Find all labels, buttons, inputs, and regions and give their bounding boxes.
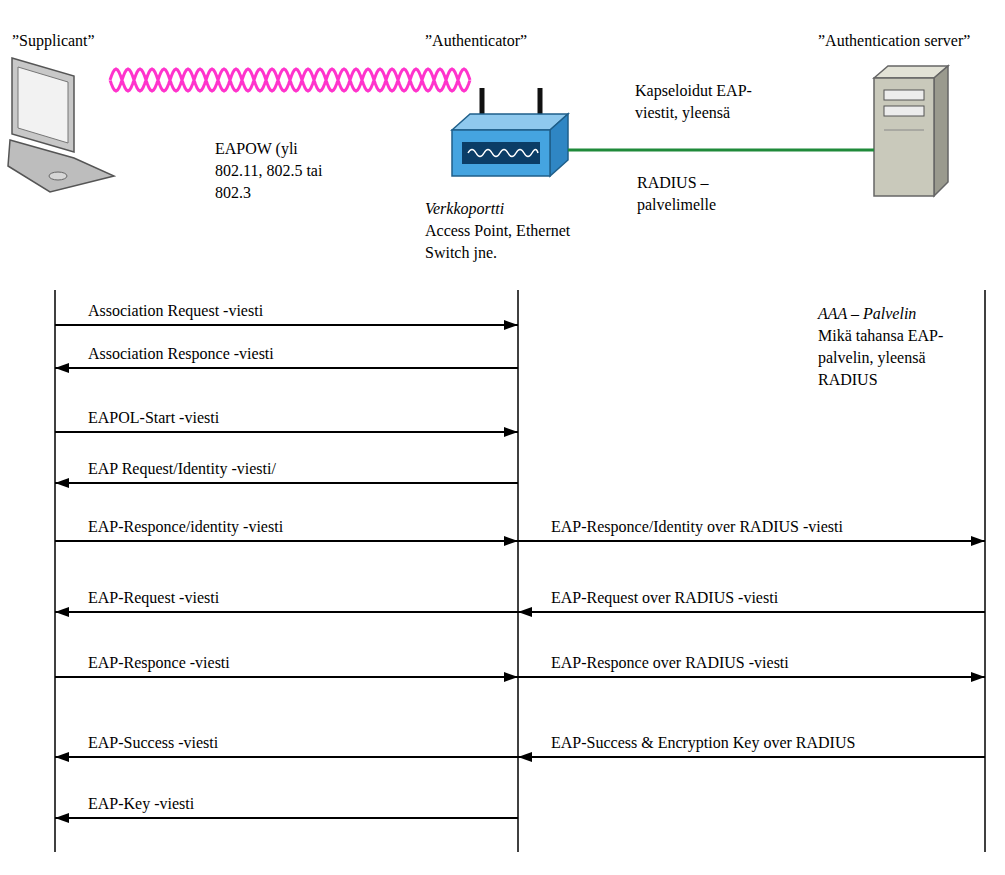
laptop-base bbox=[8, 140, 114, 192]
message-arrow bbox=[518, 611, 985, 613]
laptop-screen bbox=[18, 67, 68, 143]
message-arrow bbox=[55, 482, 518, 484]
message-label: EAP-Responce -viesti bbox=[86, 653, 232, 673]
note-label: Kapseloidut EAP- viestit, yleensä bbox=[635, 80, 770, 124]
participant-note: Access Point, Ethernet Switch jne. bbox=[425, 220, 575, 264]
access-point-icon bbox=[452, 88, 568, 176]
message-label-box: EAP-Request over RADIUS -viesti bbox=[549, 588, 780, 608]
message-arrow bbox=[518, 676, 985, 678]
message-label: EAP Request/Identity -viesti/ bbox=[86, 459, 278, 479]
message-label: EAP-Request over RADIUS -viesti bbox=[549, 588, 780, 608]
drive-bay bbox=[884, 106, 924, 116]
message-arrow bbox=[518, 756, 985, 758]
drive-bay bbox=[884, 90, 924, 100]
message-arrow bbox=[55, 367, 518, 369]
note-label-box: RADIUS – palvelimelle bbox=[637, 172, 742, 216]
participant-note: Mikä tahansa EAP- palvelin, yleensä RADI… bbox=[818, 325, 968, 391]
wired-link bbox=[568, 149, 874, 152]
note-label-box: EAPOW (yli 802.11, 802.5 tai 802.3 bbox=[215, 138, 325, 204]
connectors bbox=[55, 69, 985, 818]
message-arrow bbox=[55, 540, 518, 542]
message-arrow bbox=[55, 324, 518, 326]
message-arrow bbox=[518, 540, 985, 542]
participant: ”Supplicant” bbox=[12, 30, 162, 54]
participant-title: ”Authentication server” bbox=[818, 30, 990, 52]
vent-line bbox=[884, 130, 924, 131]
laptop-lid bbox=[12, 58, 74, 152]
ap-panel bbox=[462, 142, 540, 164]
note-label: RADIUS – palvelimelle bbox=[637, 172, 742, 216]
message-label-box: EAPOL-Start -viesti bbox=[86, 408, 221, 428]
message-arrow bbox=[55, 817, 518, 819]
message-label-box: EAP-Key -viesti bbox=[86, 794, 196, 814]
message-arrow bbox=[55, 611, 518, 613]
message-label: EAP-Success & Encryption Key over RADIUS bbox=[549, 733, 857, 753]
participant: ”Authentication server” AAA – PalvelinMik… bbox=[818, 30, 990, 393]
message-label-box: EAP-Responce/identity -viesti bbox=[86, 517, 285, 537]
message-label-box: Association Request -viesti bbox=[86, 301, 265, 321]
message-label-box: EAP Request/Identity -viesti/ bbox=[86, 459, 278, 479]
note-label: EAPOW (yli 802.11, 802.5 tai 802.3 bbox=[215, 138, 325, 204]
participant-note: AAA – Palvelin bbox=[818, 303, 990, 325]
message-label: Association Responce -viesti bbox=[86, 344, 276, 364]
message-arrow bbox=[55, 431, 518, 433]
message-label: EAP-Responce/Identity over RADIUS -viest… bbox=[549, 517, 845, 537]
laptop-icon bbox=[8, 58, 114, 192]
ap-side bbox=[550, 114, 568, 176]
message-label-box: Association Responce -viesti bbox=[86, 344, 276, 364]
server-front bbox=[874, 78, 934, 196]
message-label-box: EAP-Success -viesti bbox=[86, 733, 220, 753]
server-side bbox=[934, 66, 948, 196]
note-label-box: Kapseloidut EAP- viestit, yleensä bbox=[635, 80, 770, 124]
ap-logo bbox=[468, 150, 538, 157]
message-label: EAP-Responce/identity -viesti bbox=[86, 517, 285, 537]
message-label: EAP-Responce over RADIUS -viesti bbox=[549, 653, 791, 673]
server-icon bbox=[874, 66, 948, 196]
lifeline bbox=[984, 290, 986, 852]
message-arrow bbox=[55, 756, 518, 758]
participant-title: ”Supplicant” bbox=[12, 30, 162, 52]
message-label-box: EAP-Responce over RADIUS -viesti bbox=[549, 653, 791, 673]
message-label: Association Request -viesti bbox=[86, 301, 265, 321]
message-arrow bbox=[55, 676, 518, 678]
message-label-box: EAP-Request -viesti bbox=[86, 588, 221, 608]
message-label: EAP-Key -viesti bbox=[86, 794, 196, 814]
participant-title: ”Authenticator” bbox=[425, 30, 575, 52]
participant: ”Authenticator” VerkkoporttiAccess Point,… bbox=[425, 30, 575, 266]
laptop-touchpad bbox=[49, 172, 67, 180]
message-label-box: EAP-Success & Encryption Key over RADIUS bbox=[549, 733, 857, 753]
message-label: EAP-Request -viesti bbox=[86, 588, 221, 608]
lifeline bbox=[517, 290, 519, 852]
lifeline bbox=[54, 290, 56, 852]
ap-front bbox=[452, 130, 550, 176]
participant-note: Verkkoportti bbox=[425, 198, 575, 220]
wireless-link bbox=[110, 69, 470, 91]
message-label-box: EAP-Responce/Identity over RADIUS -viest… bbox=[549, 517, 845, 537]
message-label: EAPOL-Start -viesti bbox=[86, 408, 221, 428]
message-label: EAP-Success -viesti bbox=[86, 733, 220, 753]
ap-top bbox=[452, 114, 568, 130]
message-label-box: EAP-Responce -viesti bbox=[86, 653, 232, 673]
